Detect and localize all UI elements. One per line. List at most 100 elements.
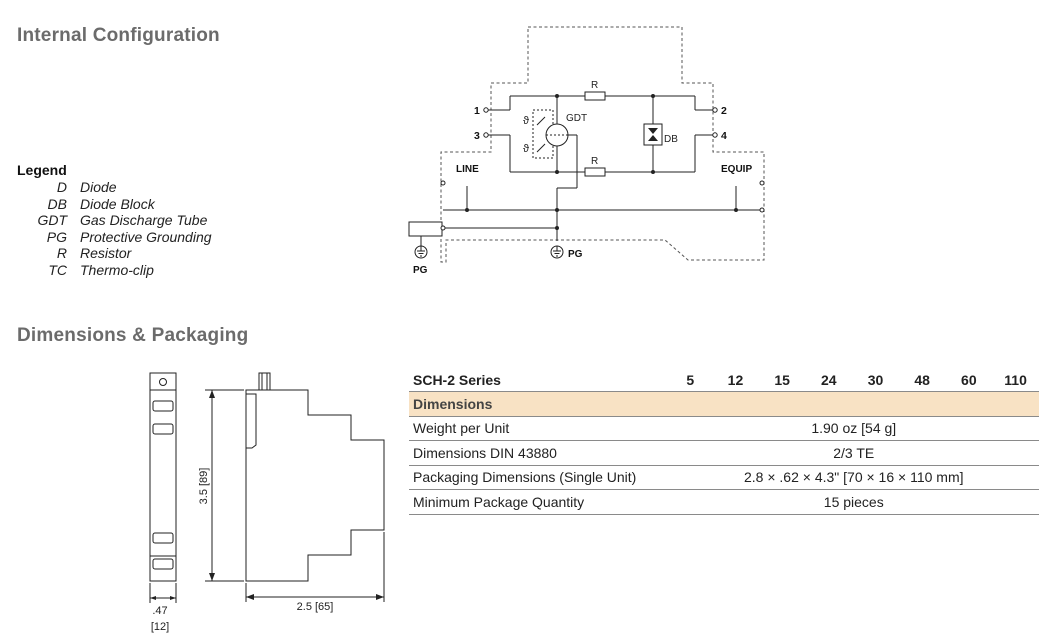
band-label: Dimensions (409, 391, 1039, 417)
table-row: Weight per Unit 1.90 oz [54 g] (409, 416, 1039, 441)
row-value: 2/3 TE (668, 440, 1039, 466)
junction (465, 208, 469, 212)
legend-item: R Resistor (19, 245, 212, 262)
gdt-symbol (545, 123, 569, 147)
line-node (440, 180, 446, 186)
dimensions-drawing: 3.5 [89] 2.5 [65] .47 [12] (149, 372, 385, 633)
equip-label: EQUIP (721, 164, 752, 175)
legend-abbr: GDT (37, 212, 67, 228)
resistor-top (584, 91, 606, 101)
row-value: 2.8 × .62 × 4.3" [70 × 16 × 110 mm] (668, 465, 1039, 490)
spec-header-row: SCH-2 Series 5 12 15 24 30 48 60 110 (409, 369, 1039, 392)
row-label: Minimum Package Quantity (409, 489, 669, 515)
terminal-3-node (483, 132, 489, 138)
voltage-header: 60 (945, 369, 993, 392)
junction (734, 208, 738, 212)
arrowhead (150, 596, 156, 600)
legend-list: D Diode DB Diode Block GDT Gas Discharge Tu… (19, 179, 212, 279)
side-view-profile (245, 389, 385, 582)
terminal-2-label: 2 (721, 105, 727, 117)
terminal-1-node (483, 107, 489, 113)
arrowhead (170, 596, 176, 600)
voltage-header: 110 (992, 369, 1039, 392)
voltage-header: 24 (805, 369, 853, 392)
junction (651, 94, 655, 98)
row-label: Dimensions DIN 43880 (409, 440, 669, 466)
legend-text: Diode Block (80, 195, 155, 212)
diode-block-label: DB (664, 134, 678, 145)
screw-icon (159, 378, 167, 386)
spec-band-row: Dimensions (409, 391, 1039, 417)
height-dimension-label: 3.5 [89] (198, 468, 210, 505)
thermo-top-label: ϑ (523, 115, 529, 127)
voltage-header: 5 (668, 369, 713, 392)
legend-abbr: TC (48, 261, 67, 278)
legend-item: PG Protective Grounding (19, 229, 212, 246)
bus-node (759, 207, 765, 213)
diode-block (643, 123, 663, 146)
voltage-header: 12 (712, 369, 759, 392)
junction (651, 170, 655, 174)
arrowhead (376, 594, 384, 600)
diode-glyph (648, 128, 658, 141)
legend-item: GDT Gas Discharge Tube (19, 212, 212, 229)
legend-item: TC Thermo-clip (19, 262, 212, 279)
voltage-header: 15 (758, 369, 806, 392)
legend-abbr: R (56, 245, 67, 261)
terminal-slot-icon (152, 532, 174, 544)
junction (555, 94, 559, 98)
legend-text: Protective Grounding (80, 228, 212, 245)
equip-node (759, 180, 765, 186)
row-label: Packaging Dimensions (Single Unit) (409, 465, 669, 490)
terminal-1-label: 1 (474, 105, 480, 117)
resistor-bottom-label: R (591, 156, 598, 167)
side-view-screw (258, 372, 271, 391)
terminal-2-node (712, 107, 718, 113)
terminal-4-node (712, 132, 718, 138)
legend-abbr: DB (47, 195, 67, 212)
junction (555, 170, 559, 174)
voltage-header: 48 (898, 369, 946, 392)
resistor-top-label: R (591, 80, 598, 91)
junction (555, 226, 559, 230)
arrowhead (209, 573, 215, 581)
width-dimension-mm: [12] (151, 621, 169, 633)
voltage-header: 30 (852, 369, 899, 392)
series-header: SCH-2 Series (409, 369, 669, 392)
arrowhead (209, 390, 215, 398)
resistor-bottom (584, 167, 606, 177)
terminal-slot-icon (152, 400, 174, 412)
legend-item: DB Diode Block (19, 196, 212, 213)
spec-table: SCH-2 Series 5 12 15 24 30 48 60 110 Dim… (409, 369, 1039, 515)
internal-configuration-diagram: 1 3 2 4 LINE EQUIP PG PG R R GDT DB ϑ ϑ (408, 26, 765, 276)
housing-outline (440, 26, 765, 263)
terminal-4-label: 4 (721, 130, 727, 142)
depth-dimension-label: 2.5 [65] (297, 601, 334, 613)
pg-outer-label: PG (413, 265, 428, 276)
row-label: Weight per Unit (409, 416, 669, 441)
legend-text: Gas Discharge Tube (80, 212, 208, 228)
legend-text: Diode (80, 179, 117, 195)
section-title-internal-configuration: Internal Configuration (17, 25, 220, 46)
side-view-clip (246, 393, 257, 449)
junction (555, 208, 559, 212)
pg-connector (408, 221, 443, 237)
thermo-switch (536, 143, 546, 153)
legend: Legend D Diode DB Diode Block GDT Gas Disch… (17, 162, 212, 278)
legend-text: Thermo-clip (80, 261, 154, 278)
legend-title: Legend (17, 162, 67, 178)
legend-abbr: PG (46, 228, 67, 245)
terminal-3-label: 3 (474, 130, 480, 142)
width-dimension-inch: .47 (152, 605, 167, 617)
arrowhead (246, 594, 254, 600)
row-value: 1.90 oz [54 g] (668, 416, 1039, 441)
legend-text: Resistor (80, 245, 132, 261)
line-label: LINE (456, 164, 479, 175)
pg-node (440, 225, 446, 231)
terminal-slot-icon (152, 423, 174, 435)
table-row: Packaging Dimensions (Single Unit) 2.8 ×… (409, 465, 1039, 490)
row-value: 15 pieces (668, 489, 1039, 515)
terminal-slot-icon (152, 558, 174, 570)
legend-abbr: D (56, 179, 67, 195)
thermo-bottom-label: ϑ (523, 143, 529, 155)
